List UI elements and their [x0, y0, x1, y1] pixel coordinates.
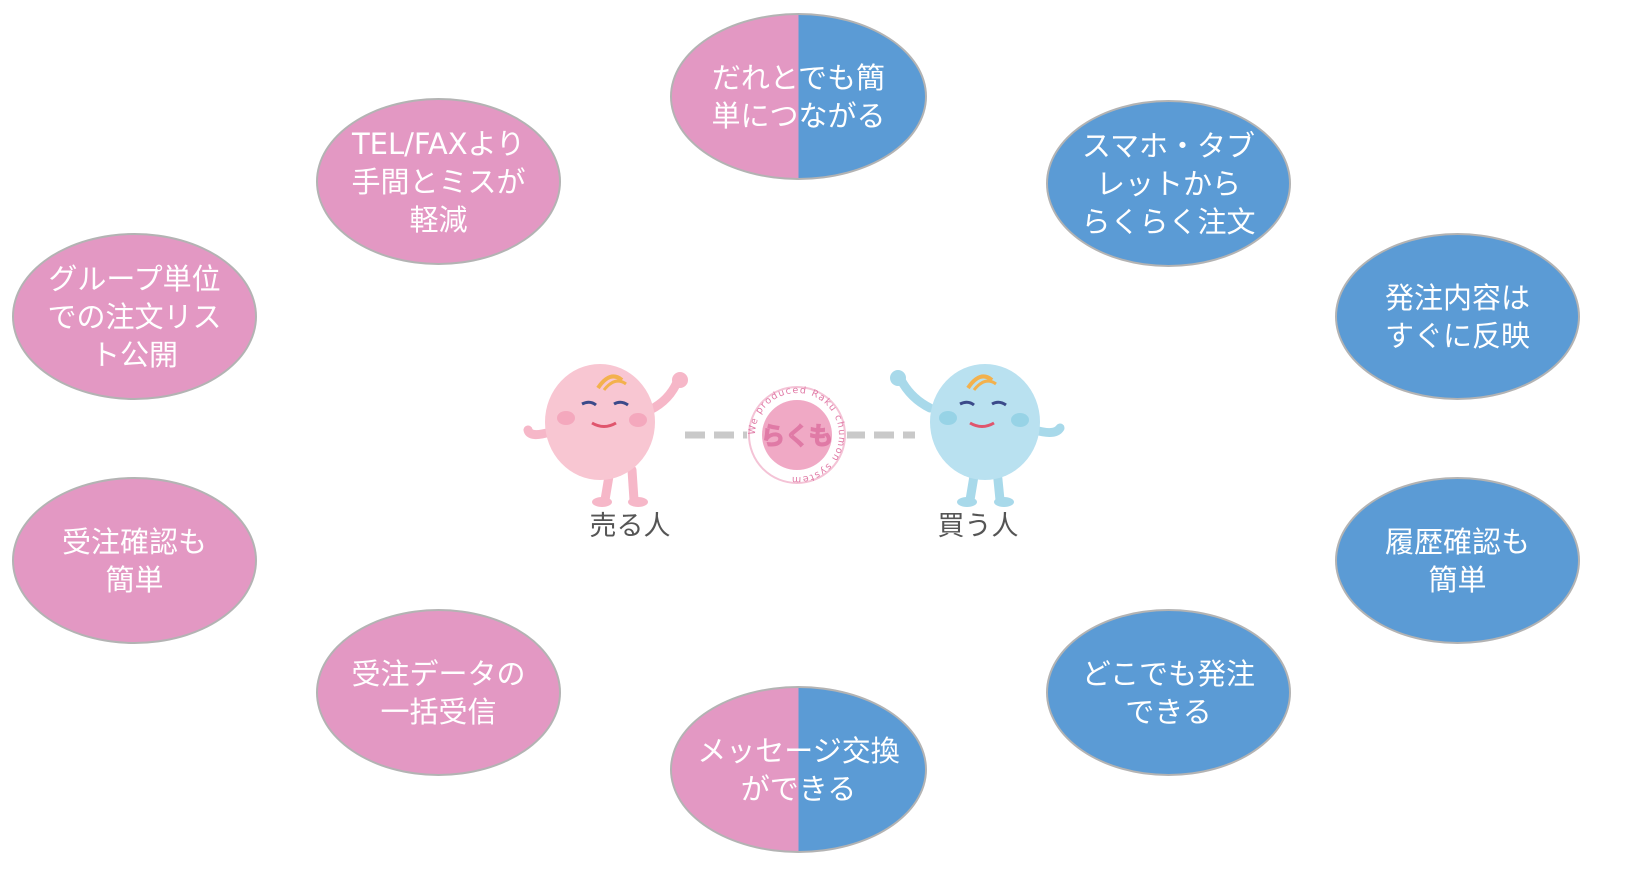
node-message-exchange: メッセージ交換 ができる — [670, 686, 927, 853]
node-history-check: 履歴確認も 簡単 — [1335, 477, 1580, 644]
node-label: 発注内容は すぐに反映 — [1384, 280, 1530, 353]
node-order-confirmation: 受注確認も 簡単 — [12, 477, 257, 644]
node-label: スマホ・タブ レットから らくらく注文 — [1081, 128, 1256, 239]
node-label: 受注データの 一括受信 — [351, 656, 526, 729]
buyer-character — [890, 364, 1065, 507]
seller-label: 売る人 — [589, 511, 671, 542]
node-order-anywhere: どこでも発注 できる — [1046, 609, 1291, 776]
node-group-order-list: グループ単位 での注文リス ト公開 — [12, 233, 257, 400]
node-label: 受注確認も 簡単 — [61, 524, 207, 597]
center-illustration: We produced Raku chumon system らくも — [523, 364, 1065, 507]
node-label: グループ単位 での注文リス ト公開 — [47, 261, 222, 372]
logo-text: らくも — [761, 422, 833, 450]
node-instant-reflect: 発注内容は すぐに反映 — [1335, 233, 1580, 400]
buyer-label: 買う人 — [937, 511, 1019, 542]
seller-character — [523, 364, 688, 507]
node-label: 履歴確認も 簡単 — [1384, 524, 1530, 597]
node-label: メッセージ交換 ができる — [697, 733, 900, 806]
node-label: TEL/FAXより 手間とミスが 軽減 — [351, 126, 526, 237]
node-reduce-tel-fax-errors: TEL/FAXより 手間とミスが 軽減 — [316, 98, 561, 265]
rakumo-logo: We produced Raku chumon system らくも — [747, 385, 847, 485]
node-connect-anyone: だれとでも簡 単につながる — [670, 13, 927, 180]
node-bulk-receive: 受注データの 一括受信 — [316, 609, 561, 776]
node-label: だれとでも簡 単につながる — [711, 60, 886, 133]
node-mobile-ordering: スマホ・タブ レットから らくらく注文 — [1046, 100, 1291, 267]
node-label: どこでも発注 できる — [1081, 656, 1256, 729]
